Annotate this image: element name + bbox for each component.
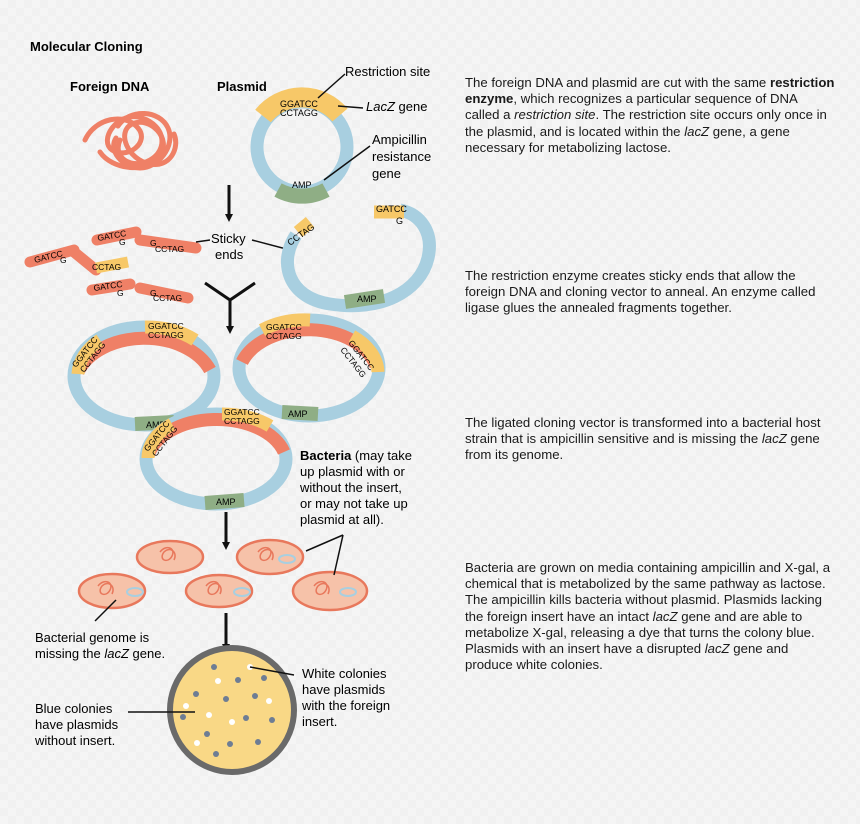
- frag2-g2: G: [150, 238, 157, 248]
- svg-text:Bacteria (may take: Bacteria (may take: [300, 448, 412, 463]
- step2-description: The restriction enzyme creates sticky en…: [465, 268, 816, 316]
- frag3-cctag: CCTAG: [153, 293, 182, 303]
- frag3-seq: GATCC: [93, 279, 123, 293]
- bottom-ggatcc: GGATCC: [224, 407, 260, 417]
- ends-label: ends: [215, 247, 244, 262]
- frag3-g2: G: [150, 288, 157, 298]
- white-colonies-label-3: with the foreign: [301, 698, 390, 713]
- genome-label-1: Bacterial genome is: [35, 630, 150, 645]
- step1-description: The foreign DNA and plasmid are cut with…: [465, 75, 835, 155]
- svg-text:up plasmid with or: up plasmid with or: [300, 464, 405, 479]
- step3-description: The ligated cloning vector is transforme…: [465, 415, 821, 463]
- bottom-amp: AMP: [216, 497, 236, 507]
- amp-label-top: AMP: [292, 180, 312, 190]
- white-colonies-label-1: White colonies: [302, 666, 387, 681]
- bacteria-label: Bacteria (may take up plasmid with or wi…: [299, 448, 412, 527]
- right-ggatcc: GGATCC: [266, 322, 302, 332]
- ligated-vector-right: GGATCC CCTAGG GGATCC CCTAGG AMP: [232, 313, 386, 423]
- merge-lines: [204, 281, 256, 302]
- left-ggatcc: GGATCC: [148, 321, 184, 331]
- blue-colonies: [180, 664, 275, 757]
- diagram-title: Molecular Cloning: [30, 39, 143, 54]
- left-cctagg: CCTAGG: [148, 330, 184, 340]
- right-cctagg: CCTAGG: [266, 331, 302, 341]
- plasmid-label: Plasmid: [217, 79, 267, 94]
- svg-text:plasmid at all).: plasmid at all).: [300, 512, 384, 527]
- ampicillin-label-1: Ampicillin: [372, 132, 427, 147]
- foreign-dna-fragments: GATCC G CCTAG GATCC G G CCTAG GATCC G G …: [24, 226, 202, 304]
- frag2-seq: GATCC: [97, 228, 127, 243]
- blue-colonies-label-1: Blue colonies: [35, 701, 113, 716]
- bacterial-genomes: [97, 546, 330, 596]
- ampicillin-label-3: gene: [372, 166, 401, 181]
- restriction-site-label: Restriction site: [345, 64, 430, 79]
- svg-text:without the insert,: without the insert,: [299, 480, 402, 495]
- cut-gatcc: GATCC: [376, 204, 407, 214]
- cut-g: G: [396, 216, 403, 226]
- ampicillin-label-2: resistance: [372, 149, 431, 164]
- svg-text:or may not take up: or may not take up: [300, 496, 408, 511]
- blue-colonies-label-2: have plasmids: [35, 717, 119, 732]
- sticky-label: Sticky: [211, 231, 246, 246]
- cut-plasmid: CCTAG GATCC G AMP: [281, 203, 436, 313]
- bacterial-plasmids: [126, 554, 357, 597]
- seq-cctagg: CCTAGG: [280, 108, 318, 118]
- bottom-cctagg: CCTAGG: [224, 416, 260, 426]
- cut-amp: AMP: [357, 294, 377, 304]
- frag3-g: G: [117, 288, 124, 298]
- ligated-vector-bottom: GGATCC CCTAGG GGATCC CCTAGG AMP: [139, 407, 293, 511]
- genome-label-2: missing the lacZ gene.: [35, 646, 165, 661]
- frag1-cctag: CCTAG: [92, 262, 121, 272]
- frag1-g: G: [60, 255, 67, 265]
- frag2-g: G: [119, 237, 126, 247]
- step4-description: Bacteria are grown on media containing a…: [465, 560, 831, 673]
- foreign-dna-tangle: [82, 111, 179, 171]
- white-colonies-label-4: insert.: [302, 714, 337, 729]
- plasmid-ring: GGATCC CCTAGG AMP: [250, 87, 354, 204]
- frag2-cctag: CCTAG: [155, 244, 184, 254]
- white-colonies-label-2: have plasmids: [302, 682, 386, 697]
- left-amp: AMP: [146, 420, 166, 430]
- bacteria-cells: [77, 538, 369, 612]
- seq-ggatcc: GGATCC: [280, 99, 318, 109]
- right-amp: AMP: [288, 409, 308, 419]
- blue-colonies-label-3: without insert.: [34, 733, 115, 748]
- lacz-gene-label: LacZ gene: [366, 99, 427, 114]
- petri-dish: [167, 645, 297, 775]
- foreign-dna-label: Foreign DNA: [70, 79, 150, 94]
